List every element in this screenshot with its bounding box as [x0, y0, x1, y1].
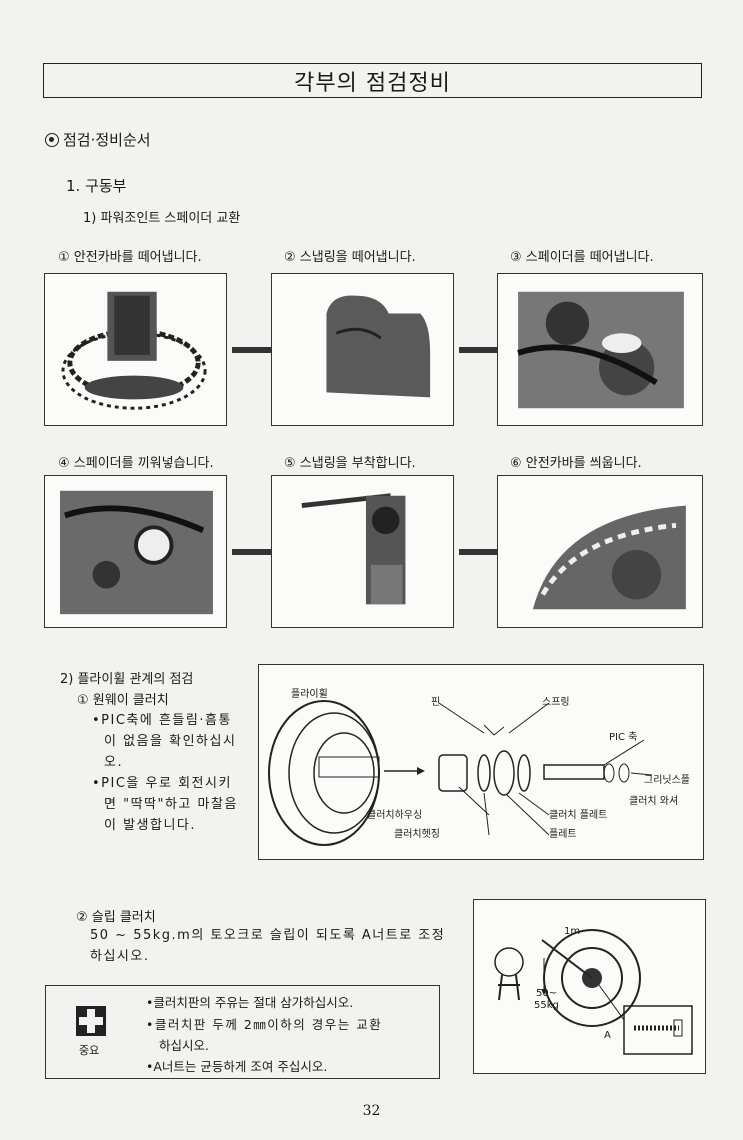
label-flywheel: 플라이휠 — [291, 689, 328, 700]
label-torque: 50~ — [536, 988, 558, 999]
slip-title: ② 슬립 클러치 — [76, 910, 156, 925]
oneway-bullet-2: •PIC을 우로 회전시키 면 "딱딱"하고 마찰음 이 발생합니다. — [92, 773, 238, 836]
notice-label: 중요 — [79, 1044, 100, 1057]
section-heading-text: 점검·정비순서 — [63, 131, 151, 149]
page-number: 32 — [362, 1103, 381, 1119]
step-photo-1 — [44, 273, 227, 426]
item2-title: 2) 플라이휠 관계의 점검 — [60, 672, 194, 687]
step-photo-3 — [497, 273, 703, 426]
bullet-line: •PIC축에 흔들림·흠통 — [92, 713, 232, 728]
label-pin: 핀 — [431, 697, 441, 708]
step-caption: ③ 스페이더를 떼어냅니다. — [510, 250, 654, 265]
section-heading: 점검·정비순서 — [45, 129, 151, 150]
label-plate: 플레트 — [549, 829, 577, 840]
bullseye-icon — [45, 133, 59, 147]
label-grease-nipple: 그리닛스플 — [644, 775, 690, 786]
label-a: A — [604, 1030, 611, 1041]
label-clutch-housing: 클러치하우싱 — [367, 810, 423, 821]
slip-line: 하십시오. — [90, 949, 150, 964]
bullet-line: 이 없음을 확인하십시 — [104, 734, 237, 749]
step-caption: ④ 스페이더를 끼워넣습니다. — [58, 456, 214, 471]
notice-item: •클러치판의 주유는 절대 삼가하십시오. — [146, 995, 354, 1010]
label-clutch-washer: 클러치 와셔 — [629, 796, 679, 807]
notice-item: •A너트는 균등하게 조여 주십시오. — [146, 1059, 328, 1074]
torque-diagram: 1m 50~ 55kg A — [473, 899, 706, 1074]
subsection-heading: 1. 구동부 — [66, 177, 127, 195]
step-caption: ① 안전카바를 떼어냅니다. — [58, 250, 202, 265]
notice-item: •클러치판 두께 2㎜이하의 경우는 교환 — [146, 1017, 383, 1032]
step-photo-5 — [271, 475, 454, 628]
label-spring: 스프링 — [542, 697, 570, 708]
step-photo-2 — [271, 273, 454, 426]
step-caption: ⑤ 스냅링을 부착합니다. — [284, 456, 416, 471]
oneway-bullet-1: •PIC축에 흔들림·흠통 이 없음을 확인하십시 오. — [92, 710, 236, 773]
item1-title: 1) 파워조인트 스페이더 교환 — [83, 211, 241, 226]
cross-icon — [76, 1006, 106, 1036]
label-pic-shaft: PIC 축 — [609, 732, 638, 743]
label-clutch-hatching: 클러치헷징 — [394, 829, 440, 840]
step-caption: ② 스냅링을 떼어냅니다. — [284, 250, 416, 265]
label-clutch-plate: 클러치 플레트 — [549, 810, 608, 821]
step-photo-4 — [44, 475, 227, 628]
bullet-line: 이 발생합니다. — [104, 818, 197, 833]
step-caption: ⑥ 안전카바를 씌웁니다. — [510, 456, 642, 471]
step-photo-6 — [497, 475, 703, 628]
label-length: 1m — [564, 926, 581, 937]
bullet-line: 면 "딱딱"하고 마찰음 — [104, 797, 238, 812]
page-title: 각부의 점검정비 — [43, 63, 702, 98]
notice-item: 하십시오. — [159, 1038, 209, 1053]
bullet-line: 오. — [104, 755, 124, 770]
label-torque-2: 55kg — [534, 1000, 559, 1011]
oneway-title: ① 원웨이 클러치 — [77, 693, 169, 708]
slip-line: 50 ~ 55kg.m의 토오크로 슬립이 되도록 A너트로 조정 — [90, 928, 446, 943]
slip-text: 50 ~ 55kg.m의 토오크로 슬립이 되도록 A너트로 조정 하십시오. — [90, 925, 445, 967]
notice-box: 중요 •클러치판의 주유는 절대 삼가하십시오. •클러치판 두께 2㎜이하의 … — [45, 985, 440, 1079]
flywheel-diagram: 플라이휠 핀 스프링 PIC 축 그리닛스플 클러치 와셔 클러치하우싱 클러치… — [258, 664, 704, 860]
bullet-line: •PIC을 우로 회전시키 — [92, 776, 232, 791]
